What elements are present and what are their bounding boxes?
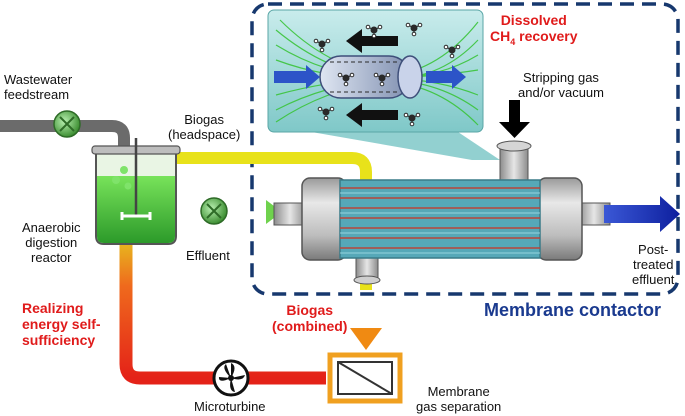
wastewater-label-line1: Wastewater <box>4 72 73 87</box>
reactor-label-line1: Anaerobic <box>22 220 81 235</box>
reactor-label: Anaerobic digestion reactor <box>22 220 81 265</box>
liquid-flow-arrow-left <box>274 65 320 89</box>
energy-line1: Realizing <box>22 300 84 316</box>
dissolved-line2: CH4 recovery <box>490 28 578 50</box>
biogas-combined-line1: Biogas <box>286 302 334 318</box>
post-treated-line1: Post- <box>638 242 669 257</box>
post-treated-label: Post- treated effluent <box>632 242 674 287</box>
biogas-headspace-pipe <box>152 152 372 290</box>
methane-molecules <box>313 22 461 127</box>
dissolved-rest: recovery <box>515 28 578 44</box>
anaerobic-reactor <box>91 138 181 245</box>
post-treated-line2: treated <box>632 257 674 272</box>
membrane-contactor-module <box>273 140 611 285</box>
reactor-label-line3: reactor <box>31 250 72 265</box>
stripping-gas-line1: Stripping gas <box>523 70 599 85</box>
stripping-gas-arrow <box>499 100 530 138</box>
reactor-label-line2: digestion <box>25 235 78 250</box>
stripping-gas-label: Stripping gas and/or vacuum <box>518 70 604 100</box>
effluent-label: Effluent <box>186 248 230 263</box>
biogas-headspace-line1: Biogas <box>184 112 225 127</box>
dissolved-ch: CH <box>490 28 511 44</box>
wastewater-label-line2: feedstream <box>4 87 70 102</box>
membrane-gas-separation-icon <box>327 352 403 404</box>
membrane-gas-separation-label: Membrane gas separation <box>416 384 501 414</box>
membrane-contactor-title: Membrane contactor <box>484 300 662 320</box>
energy-line2: energy self- <box>22 316 101 332</box>
microturbine-label: Microturbine <box>194 399 266 414</box>
stripping-gas-line2: and/or vacuum <box>518 85 604 100</box>
dissolved-sub: 4 <box>510 36 516 47</box>
membrane-gas-line2: gas separation <box>416 399 502 414</box>
liquid-flow-arrow-right <box>426 65 466 89</box>
biogas-headspace-line2: (headspace) <box>168 127 241 142</box>
gas-arrow-top <box>346 29 398 53</box>
dissolved-ch4-label: Dissolved CH4 recovery <box>490 12 578 50</box>
dissolved-line1: Dissolved <box>500 12 567 28</box>
wastewater-label: Wastewater feedstream <box>4 72 72 102</box>
energy-self-sufficiency-label: Realizing energy self- sufficiency <box>22 300 101 348</box>
biogas-combined-line2: (combined) <box>272 318 348 334</box>
biogas-combined-label: Biogas (combined) <box>272 302 347 334</box>
post-treated-line3: effluent <box>632 272 675 287</box>
fiber-callout <box>267 9 500 160</box>
membrane-gas-line1: Membrane <box>427 384 490 399</box>
gas-arrow-bottom <box>346 103 398 127</box>
energy-return-pipe <box>119 236 326 385</box>
treated-effluent-arrow <box>604 196 680 232</box>
wastewater-pipe <box>0 120 130 150</box>
energy-line3: sufficiency <box>22 332 96 348</box>
biogas-headspace-label: Biogas (headspace) <box>168 112 240 142</box>
microturbine-icon <box>212 359 250 397</box>
